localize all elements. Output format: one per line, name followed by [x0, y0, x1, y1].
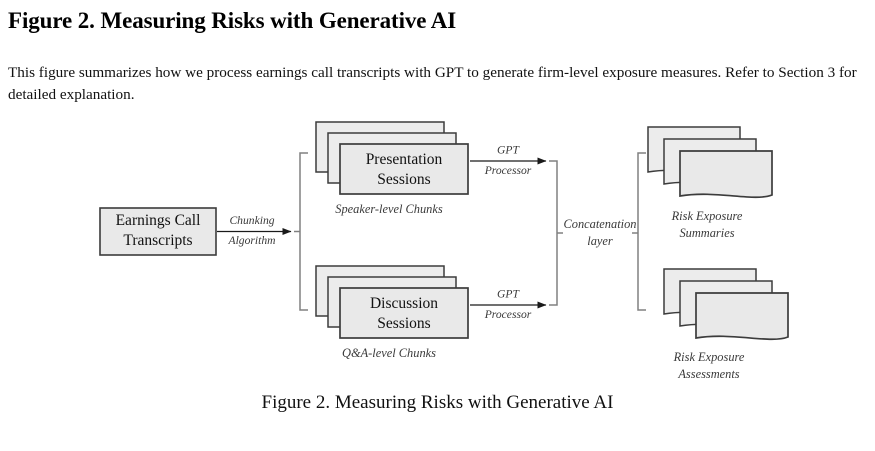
node-risk-exposure-assessments: Risk Exposure Assessments [663, 268, 789, 381]
discussion-sessions-sheet-1 [339, 287, 469, 339]
concatenation-label-line1: Concatenation [564, 217, 637, 231]
node-earnings-call-transcripts: Earnings Call Transcripts [99, 207, 217, 256]
risk-summaries-label-line2: Summaries [679, 226, 734, 240]
page-title: Figure 2. Measuring Risks with Generativ… [8, 8, 457, 33]
risk-summaries-sheet-1 [679, 150, 773, 199]
qa-level-chunks-label: Q&A-level Chunks [342, 346, 436, 360]
earnings-call-transcripts-line2: Transcripts [123, 232, 192, 249]
edge-chunking-arrow: Chunking Algorithm [217, 214, 292, 247]
split-bracket-path [299, 152, 308, 311]
chunking-label-below: Algorithm [227, 234, 275, 247]
gpt-label-top-above: GPT [497, 144, 520, 157]
figure-description: This figure summarizes how we process ea… [8, 64, 857, 104]
node-presentation-sessions: Presentation Sessions Speaker-level Chun… [315, 121, 469, 216]
edge-gpt-processor-top: GPT Processor [470, 144, 547, 177]
chunking-label-above: Chunking [229, 214, 274, 227]
gpt-label-bottom-below: Processor [484, 308, 532, 321]
gpt-label-bottom-above: GPT [497, 288, 520, 301]
risk-assessments-label-line2: Assessments [677, 367, 739, 381]
edge-gpt-processor-bottom: GPT Processor [470, 288, 547, 321]
earnings-call-transcripts-line1: Earnings Call [116, 212, 201, 229]
presentation-sessions-line2: Sessions [377, 171, 430, 188]
discussion-sessions-line1: Discussion [370, 295, 438, 312]
bracket-concat-open [632, 152, 646, 311]
discussion-sessions-line2: Sessions [377, 315, 430, 332]
risk-summaries-label-line1: Risk Exposure [671, 209, 743, 223]
presentation-sessions-sheet-1 [339, 143, 469, 195]
flow-diagram: Earnings Call Transcripts Chunking Algor… [0, 108, 875, 386]
node-discussion-sessions: Discussion Sessions Q&A-level Chunks [315, 265, 469, 360]
concat-close-bracket-path [549, 160, 558, 306]
earnings-call-transcripts-box [99, 207, 217, 256]
bracket-concat-close [549, 160, 563, 306]
gpt-label-top-below: Processor [484, 164, 532, 177]
presentation-sessions-line1: Presentation [366, 151, 443, 168]
bracket-split [294, 152, 308, 311]
node-risk-exposure-summaries: Risk Exposure Summaries [647, 126, 773, 240]
concatenation-layer-label: Concatenation layer [564, 217, 637, 248]
speaker-level-chunks-label: Speaker-level Chunks [335, 202, 443, 216]
concat-open-bracket-path [637, 152, 646, 311]
concatenation-label-line2: layer [587, 234, 613, 248]
risk-assessments-label-line1: Risk Exposure [673, 350, 745, 364]
risk-assessments-sheet-1 [695, 292, 789, 341]
figure-caption: Figure 2. Measuring Risks with Generativ… [261, 392, 614, 413]
